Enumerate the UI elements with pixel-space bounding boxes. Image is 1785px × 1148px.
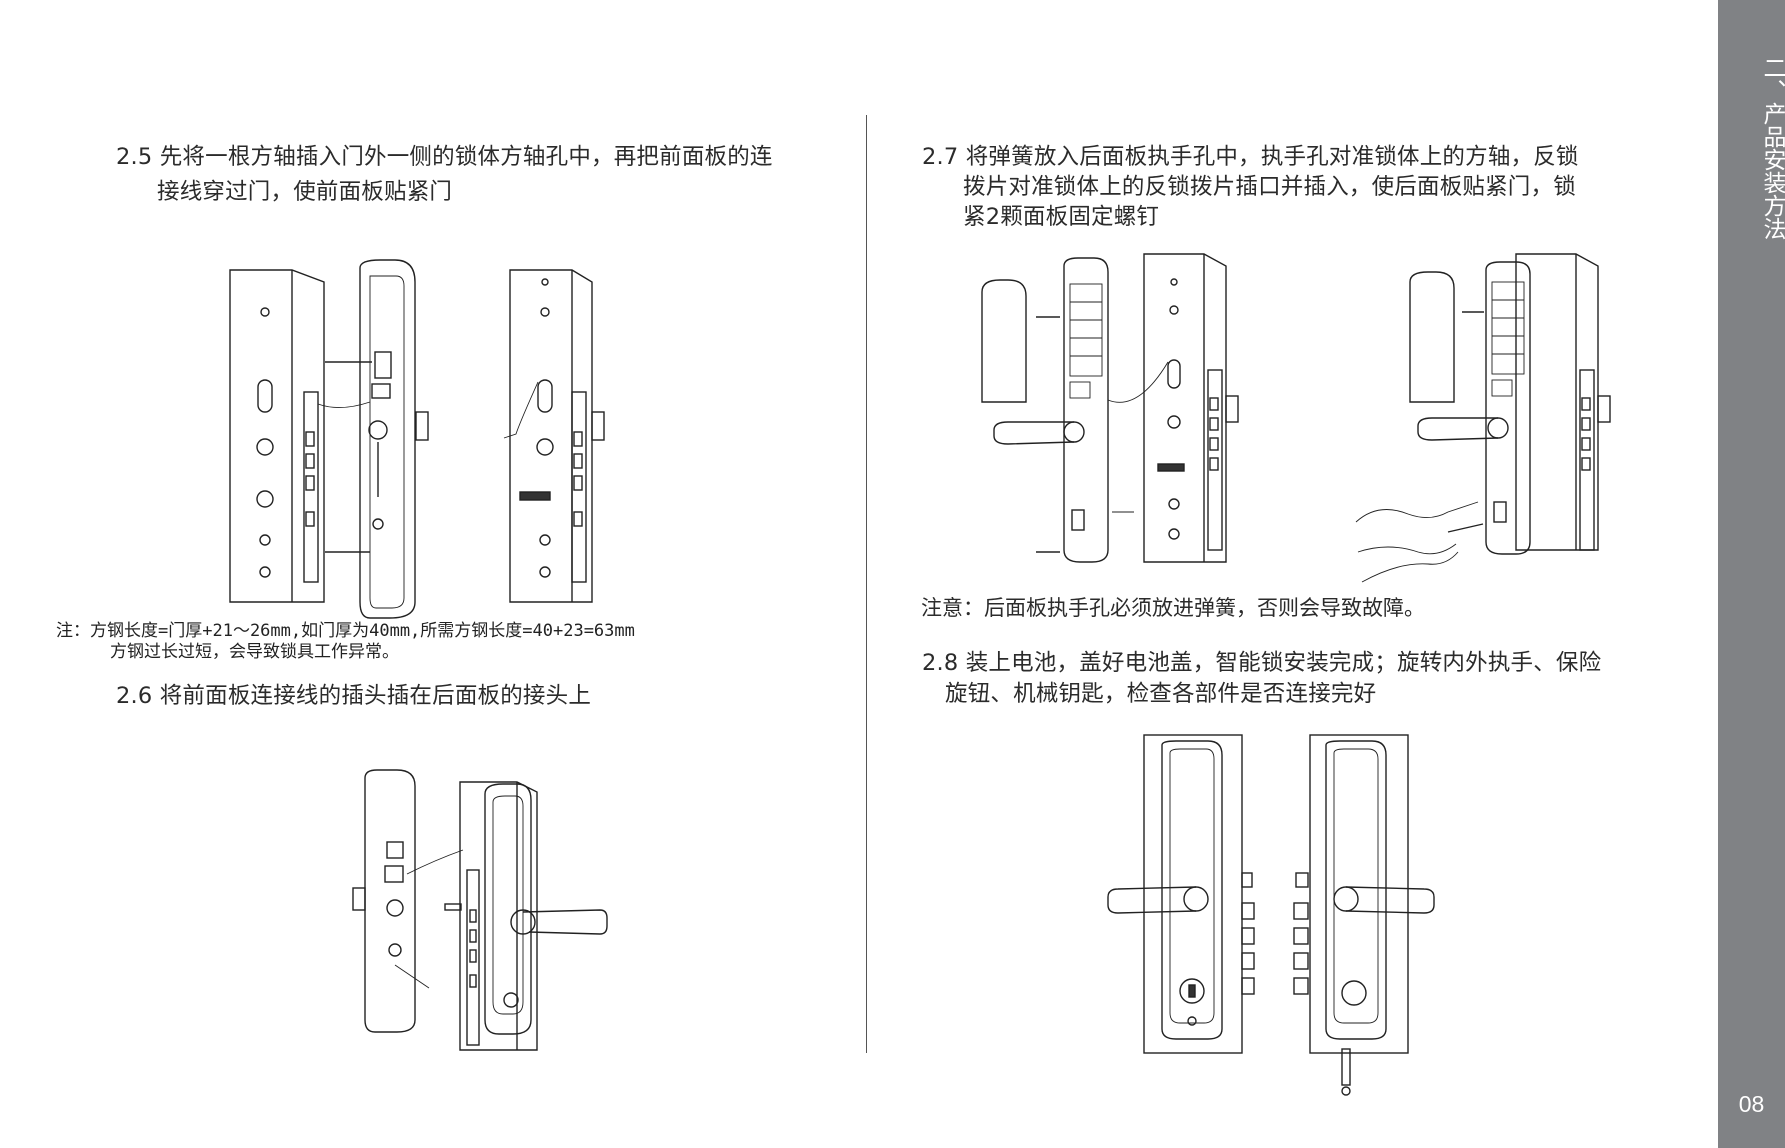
page-number: 08 bbox=[1738, 1091, 1765, 1117]
step-2-7-line1: 2.7 将弹簧放入后面板执手孔中，执手孔对准锁体上的方轴，反锁 bbox=[922, 144, 1579, 170]
step-2-7-line2: 拨片对准锁体上的反锁拨片插口并插入，使后面板贴紧门，锁 bbox=[963, 174, 1576, 200]
step-2-7-line3: 紧2颗面板固定螺钉 bbox=[963, 204, 1160, 230]
chapter-sidebar: 二、产品安装方法 08 bbox=[1718, 0, 1785, 1148]
chapter-title: 二、产品安装方法 bbox=[1759, 56, 1785, 240]
step-2-5-line2: 接线穿过门，使前面板贴紧门 bbox=[157, 179, 453, 205]
figure-2-5-front-panel-install bbox=[229, 259, 605, 619]
step-2-8-line1: 2.8 装上电池，盖好电池盖，智能锁安装完成；旋转内外执手、保险 bbox=[922, 650, 1602, 676]
figure-2-7-rear-panel-install bbox=[981, 253, 1611, 583]
step-2-5-line1: 2.5 先将一根方轴插入门外一侧的锁体方轴孔中，再把前面板的连 bbox=[116, 144, 773, 170]
step-2-6-line1: 2.6 将前面板连接线的插头插在后面板的接头上 bbox=[116, 683, 592, 709]
note-line1: 注：方钢长度=门厚+21～26mm,如门厚为40mm,所需方钢长度=40+23=… bbox=[56, 621, 635, 641]
figure-2-6-connect-cable bbox=[352, 769, 608, 1051]
step-2-8-line2: 旋钮、机械钥匙，检查各部件是否连接完好 bbox=[945, 681, 1377, 707]
note-line2: 方钢过长过短，会导致锁具工作异常。 bbox=[110, 642, 399, 662]
figure-2-8-installed-lock bbox=[1107, 734, 1435, 1096]
column-divider bbox=[866, 115, 867, 1053]
caution-text: 注意：后面板执手孔必须放进弹簧，否则会导致故障。 bbox=[921, 596, 1425, 620]
